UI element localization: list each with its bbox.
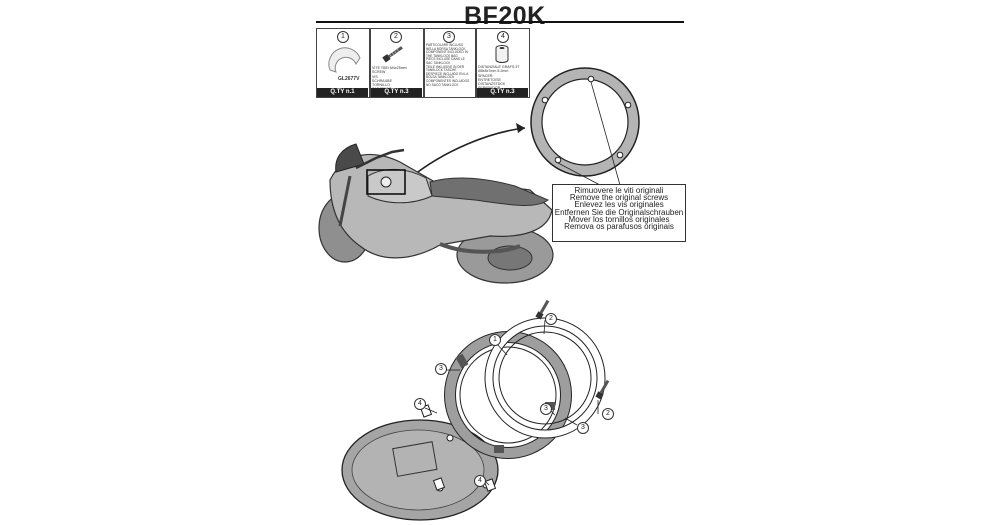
callout-4-left: 4 [414, 398, 426, 410]
part-qty-4: Q.TY n.3 [477, 88, 528, 97]
part-description-3: PARTICOLARE INCLUSO NELLA BORSA TANKLOCK… [426, 43, 470, 87]
screw-hole [616, 151, 624, 159]
part-number-4: 4 [497, 31, 509, 43]
spacer-icon [495, 45, 509, 63]
instruction-en: Remove the original screws [569, 193, 669, 203]
callout-1: 1 [489, 334, 501, 346]
gasket-ring-diagram [530, 67, 640, 186]
callout-4-bottom: 4 [474, 475, 486, 487]
title-rule [316, 21, 684, 23]
screw-hole [624, 101, 632, 109]
instruction-it: Rimuovere le viti originali [574, 186, 664, 195]
screw-hole [587, 75, 595, 83]
part-qty-2: Q.TY n.3 [371, 88, 422, 97]
instruction-pt: Remova os parafusos originais [564, 222, 674, 232]
motorcycle-illustration [318, 143, 554, 284]
clip-ring-icon [328, 47, 361, 73]
page-title: BF20K [464, 2, 546, 30]
instruction-de: Entfernen Sie die Originalschrauben [554, 207, 684, 217]
callout-3-middle: 3 [540, 403, 552, 415]
spacer-location [446, 434, 454, 442]
instruction-es: Mover los tornillos originales [568, 214, 670, 224]
callout-2-right: 2 [602, 408, 614, 420]
part-number-1: 1 [337, 31, 349, 43]
callout-3-right: 3 [577, 422, 589, 434]
screw-icon [382, 46, 403, 63]
screw-top [535, 299, 550, 320]
instruction-note: Rimuovere le viti originali Remove the o… [552, 184, 686, 242]
part-number-3: 3 [443, 31, 455, 43]
part-code-1: GL2677V [338, 76, 360, 82]
screw-hole [541, 96, 549, 104]
part-number-2: 2 [390, 31, 402, 43]
exploded-assembly [341, 299, 610, 521]
screw-right [595, 379, 610, 400]
callout-2-top: 2 [545, 313, 557, 325]
screw-hole [554, 156, 562, 164]
instruction-fr: Enlevez les vis originales [574, 200, 664, 210]
tank-detail-box [366, 169, 406, 195]
detail-arrow [409, 127, 526, 179]
part-qty-1: Q.TY n.1 [317, 88, 368, 97]
callout-3-left: 3 [435, 363, 447, 375]
